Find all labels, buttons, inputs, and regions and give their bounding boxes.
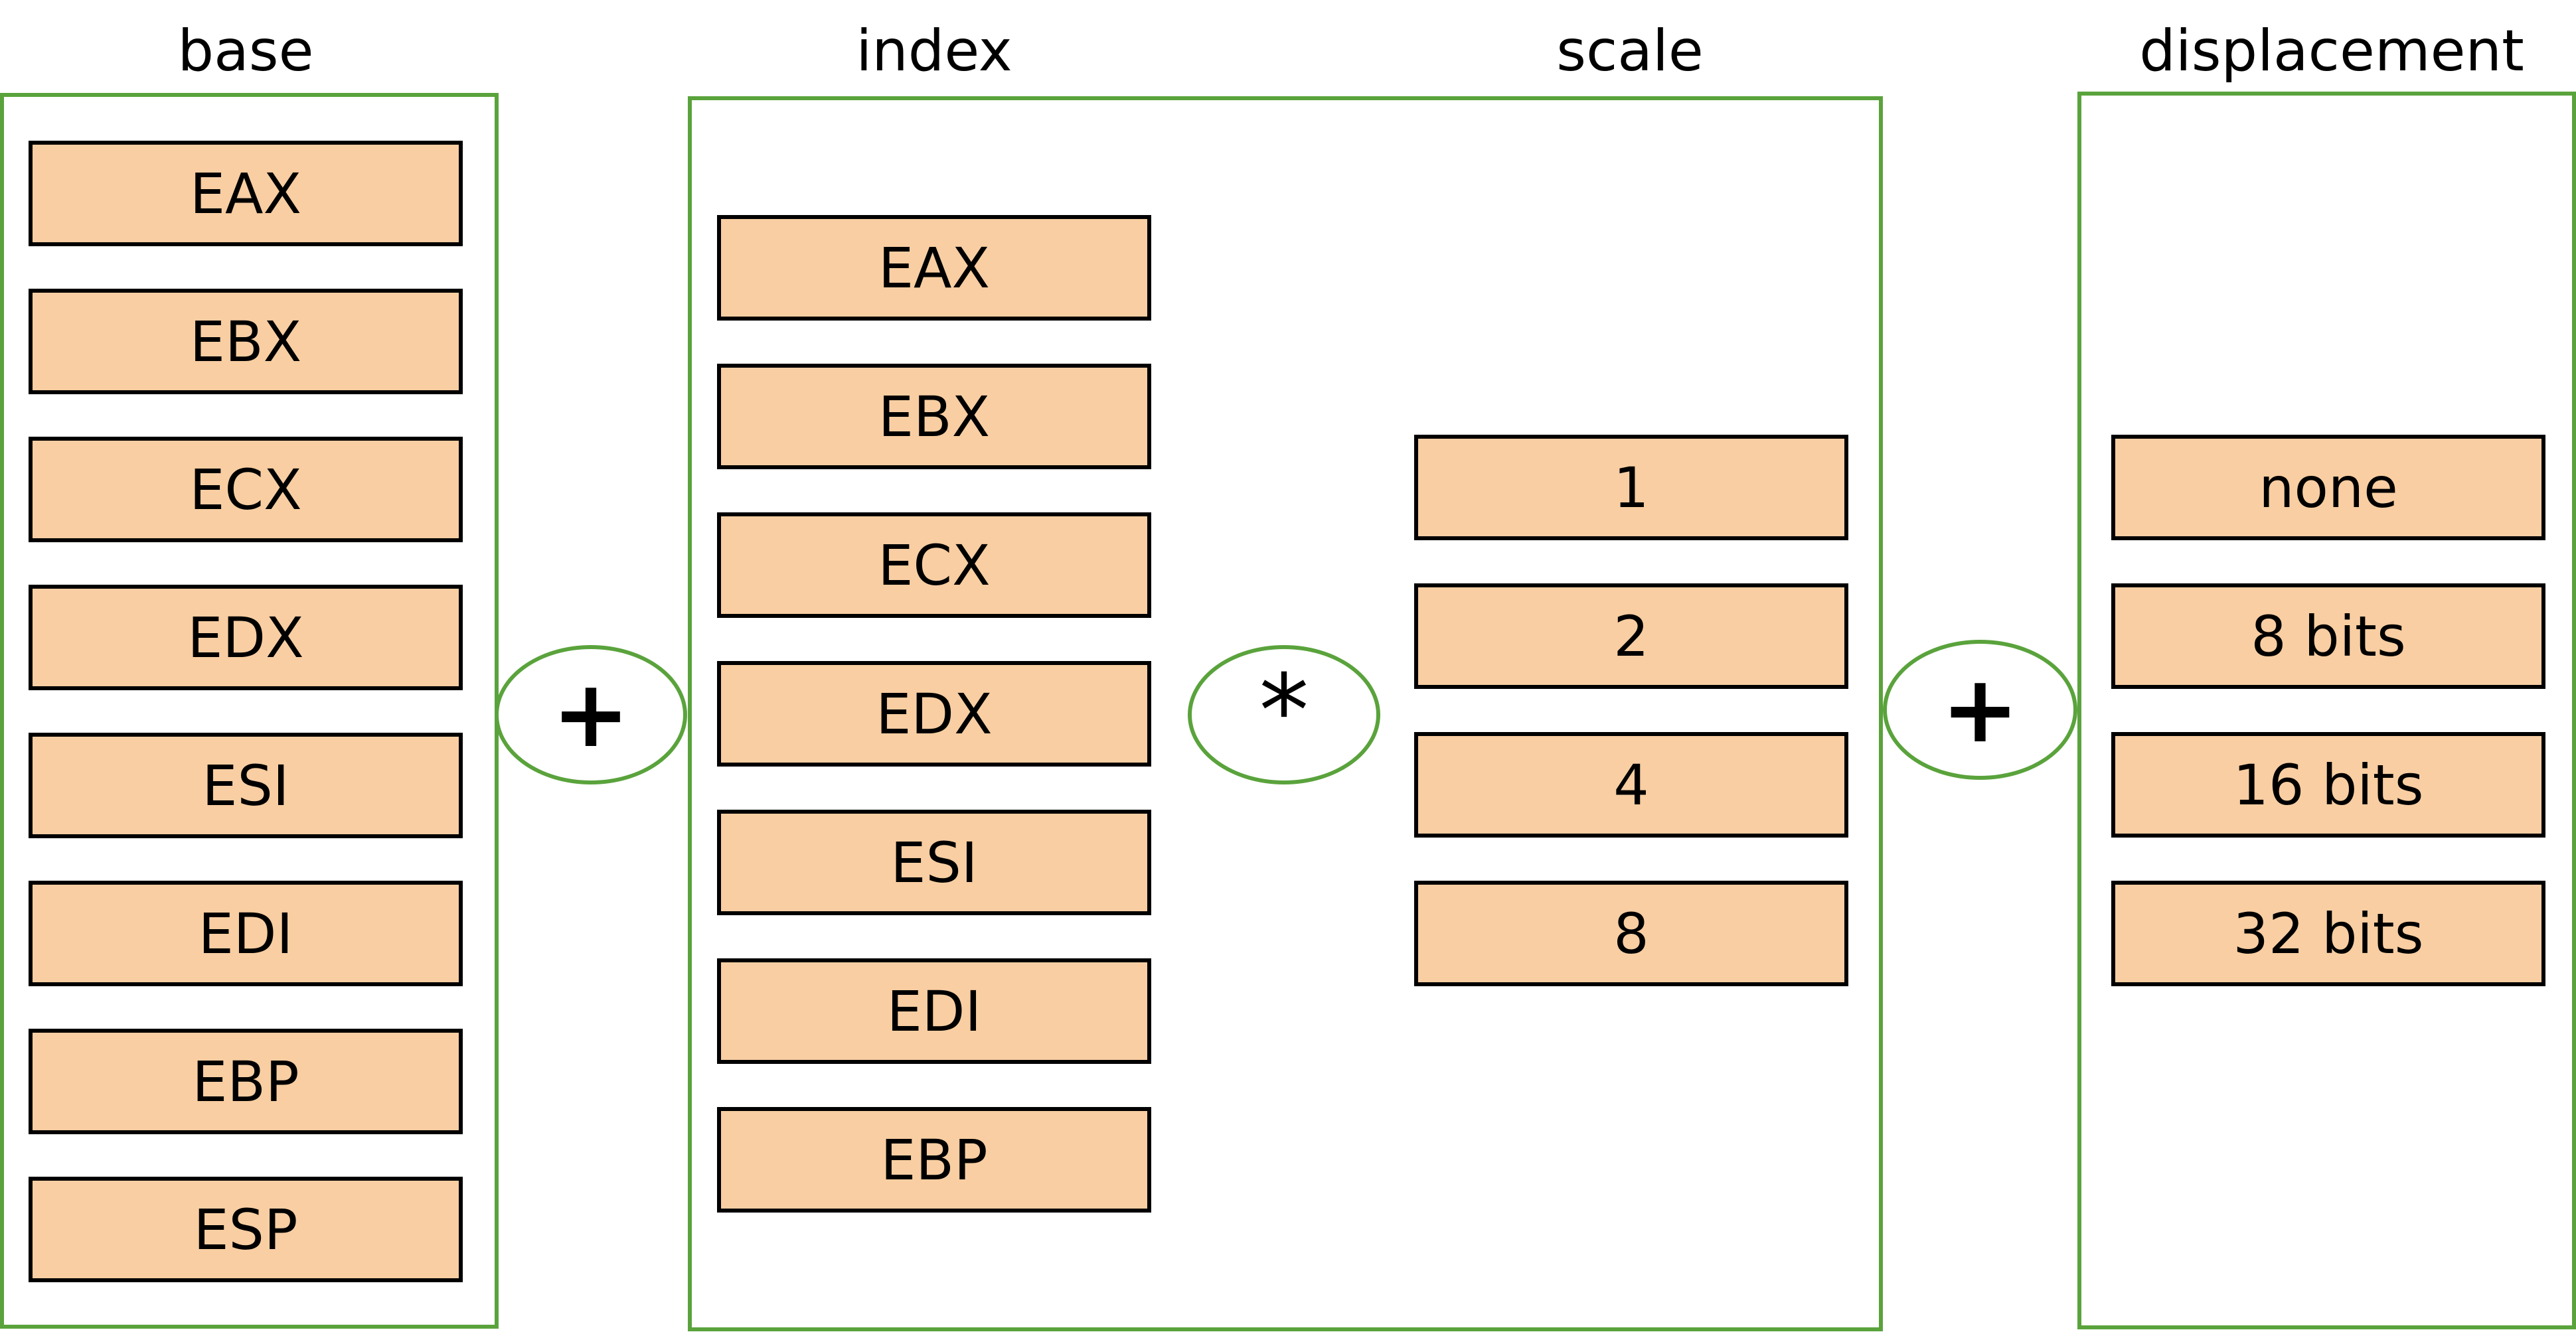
scale-heading: scale — [1556, 18, 1704, 84]
displacement-none: none — [2111, 435, 2545, 540]
scale-value-4: 4 — [1414, 732, 1848, 838]
base-group — [0, 93, 499, 1329]
base-register-eax: EAX — [29, 141, 463, 246]
base-register-ebx: EBX — [29, 289, 463, 394]
multiply-operator: * — [1188, 645, 1380, 784]
displacement-group — [2077, 92, 2576, 1329]
base-register-esp: ESP — [29, 1177, 463, 1282]
base-register-ebp: EBP — [29, 1029, 463, 1134]
displacement-16-bits: 16 bits — [2111, 732, 2545, 838]
index-register-eax: EAX — [717, 215, 1151, 321]
base-heading: base — [177, 18, 314, 84]
plus-operator: + — [495, 645, 687, 784]
displacement-8-bits: 8 bits — [2111, 583, 2545, 689]
displacement-32-bits: 32 bits — [2111, 881, 2545, 986]
index-register-edi: EDI — [717, 958, 1151, 1064]
index-register-ebp: EBP — [717, 1107, 1151, 1213]
index-register-ecx: ECX — [717, 512, 1151, 618]
index-heading: index — [856, 18, 1012, 84]
scale-value-1: 1 — [1414, 435, 1848, 540]
scale-value-8: 8 — [1414, 881, 1848, 986]
index-register-ebx: EBX — [717, 364, 1151, 469]
index-register-esi: ESI — [717, 810, 1151, 915]
base-register-esi: ESI — [29, 733, 463, 838]
displacement-heading: displacement — [2139, 18, 2524, 84]
base-register-edi: EDI — [29, 881, 463, 986]
index-register-edx: EDX — [717, 661, 1151, 767]
index-scale-group — [688, 96, 1883, 1331]
base-register-ecx: ECX — [29, 437, 463, 542]
base-register-edx: EDX — [29, 585, 463, 690]
plus-operator-2: + — [1883, 640, 2077, 780]
scale-value-2: 2 — [1414, 583, 1848, 689]
